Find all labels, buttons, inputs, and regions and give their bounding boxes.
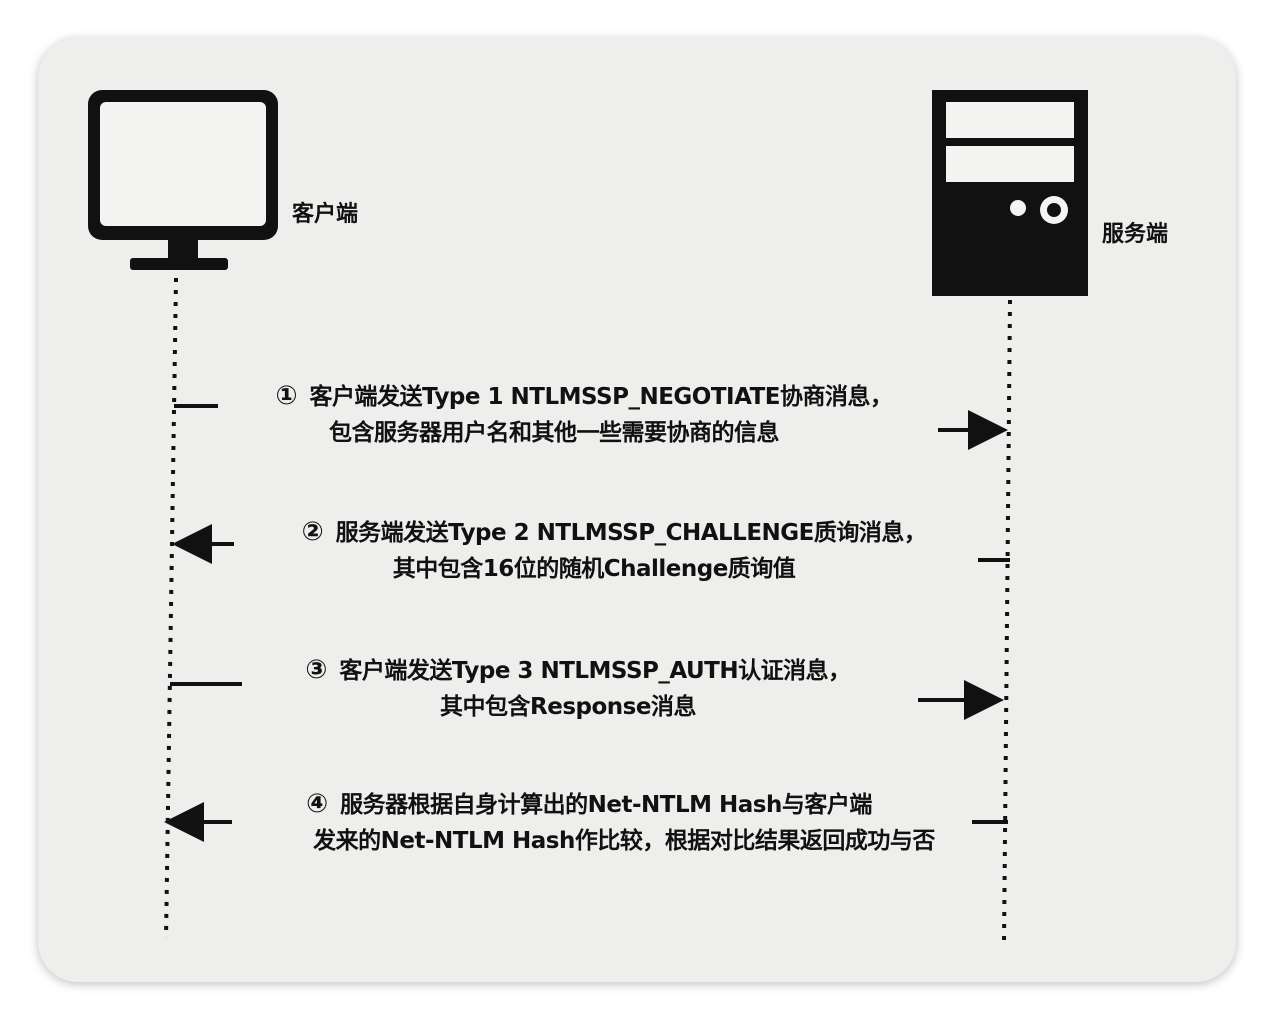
message-3-number: ③ — [305, 655, 327, 685]
monitor-icon — [88, 90, 278, 270]
sequence-diagram — [88, 90, 1088, 943]
message-4-line-2: 发来的Net-NTLM Hash作比较，根据对比结果返回成功与否 — [313, 828, 935, 854]
message-2-number: ② — [301, 517, 324, 547]
message-1-line-2: 包含服务器用户名和其他一些需要协商的信息 — [329, 420, 780, 446]
message-2-line-2: 其中包含16位的随机Challenge质询值 — [392, 556, 796, 582]
message-4-number: ④ — [306, 789, 328, 819]
client-label: 客户端 — [292, 201, 359, 227]
server-label: 服务端 — [1102, 221, 1169, 247]
message-3-line-2: 其中包含Response消息 — [440, 694, 696, 720]
message-1-number: ① — [275, 381, 297, 411]
client-lifeline — [164, 277, 178, 939]
server-tower-icon — [932, 90, 1088, 296]
